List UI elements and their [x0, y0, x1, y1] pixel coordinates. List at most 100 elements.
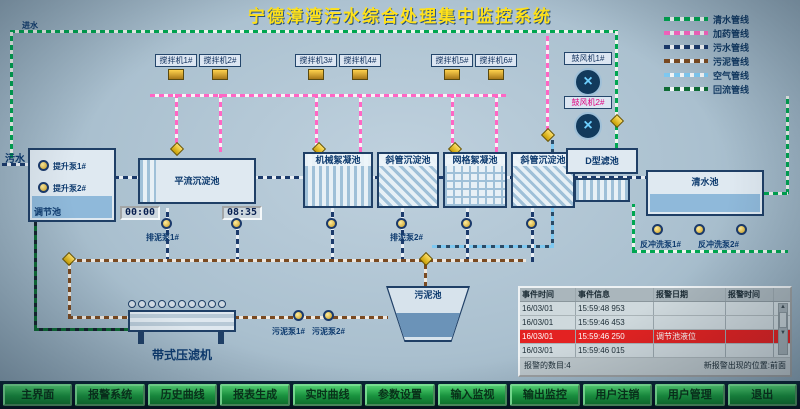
menu-button-main[interactable]: 主界面: [3, 384, 73, 406]
drain-pump-icon[interactable]: [326, 218, 337, 229]
cell-time: 15:59:48 953: [576, 302, 654, 315]
blower-unit-1[interactable]: 鼓风机1# ×: [564, 52, 612, 96]
pipe-dosing-blower-side: [546, 36, 549, 140]
roller-icon: [168, 300, 176, 308]
menu-button-alarm-system[interactable]: 报警系统: [75, 384, 145, 406]
pipe-dosing-drop-5: [451, 94, 454, 152]
roller-icon: [128, 300, 136, 308]
valve-icon[interactable]: [169, 141, 185, 157]
pipe-clean-into-clearwater: [764, 192, 788, 195]
legend-swatch: [664, 59, 708, 63]
backwash-pump-3-icon[interactable]: [736, 224, 747, 235]
timer-display-2: 08:35: [222, 206, 262, 220]
legend-item: 污泥管线: [664, 54, 749, 68]
legend-label: 回流管线: [713, 84, 750, 95]
lift-pump-2-icon[interactable]: [38, 182, 49, 193]
lift-pump-2-label: 提升泵2#: [53, 184, 86, 193]
weir-pattern: [140, 160, 156, 202]
menu-button-input-monitor[interactable]: 输入监视: [437, 384, 508, 406]
grid-flocculation-tank: 网格絮凝池: [443, 152, 507, 208]
legend-label: 清水管线: [713, 14, 750, 25]
valve-icon[interactable]: [418, 251, 434, 267]
legend-swatch: [664, 17, 708, 21]
backwash-pump-2-label: 反冲洗泵2#: [698, 240, 739, 249]
menu-button-user-manage[interactable]: 用户管理: [655, 384, 725, 406]
menu-button-logout[interactable]: 用户注销: [582, 384, 653, 406]
motor-icon: [212, 69, 228, 80]
mixer-label: 搅拌机5#: [431, 54, 473, 67]
alarm-row[interactable]: 16/03/01 15:59:46 453: [520, 316, 790, 330]
menu-button-realtime-curve[interactable]: 实时曲线: [292, 384, 363, 406]
timer-display-1: 00:00: [120, 206, 160, 220]
valve-icon[interactable]: [61, 251, 77, 267]
cell-date: 16/03/01: [520, 330, 576, 343]
mixer-label: 搅拌机3#: [295, 54, 337, 67]
backwash-pump-1-icon[interactable]: [652, 224, 663, 235]
drain-pump-icon[interactable]: [231, 218, 242, 229]
alarm-row[interactable]: 16/03/01 15:59:46 015: [520, 344, 790, 358]
sludge-pump-2-icon[interactable]: [323, 310, 334, 321]
legend-item: 污水管线: [664, 40, 749, 54]
drain-pump-icon[interactable]: [161, 218, 172, 229]
sludge-pump-2-label: 污泥泵2#: [312, 327, 345, 336]
valve-icon[interactable]: [609, 113, 625, 129]
backwash-pump-2-icon[interactable]: [694, 224, 705, 235]
alarm-table-header: 事件时间 事件信息 报警日期 报警时间: [520, 288, 790, 302]
pipe-clean-top-main: [10, 30, 618, 33]
motor-icon: [308, 69, 324, 80]
drain-pump-icon[interactable]: [461, 218, 472, 229]
belt-press-rollers: [128, 300, 236, 308]
column-header: 事件时间: [520, 288, 576, 301]
menu-button-parameters[interactable]: 参数设置: [365, 384, 435, 406]
cell-time: 15:59:46 453: [576, 316, 654, 329]
blower-unit-2[interactable]: 鼓风机2# ×: [564, 96, 612, 140]
belt-press-leg: [218, 332, 224, 344]
cell-message: [654, 302, 726, 315]
cell-extra: [726, 330, 774, 343]
legend-item: 加药管线: [664, 26, 749, 40]
tank-label: 平流沉淀池: [174, 176, 220, 186]
tank-label: 机械絮凝池: [305, 154, 371, 166]
pipe-clean-right-down: [786, 96, 789, 194]
pipe-sewage-inlet: [2, 163, 30, 166]
column-header: 报警日期: [654, 288, 726, 301]
lift-pump-1-icon[interactable]: [38, 160, 49, 171]
menu-button-history-curve[interactable]: 历史曲线: [147, 384, 218, 406]
table-scrollbar[interactable]: ▲▼: [778, 303, 788, 355]
cell-message: 调节池液位: [654, 330, 726, 343]
scrollbar-thumb[interactable]: [779, 312, 787, 328]
horizontal-sedimentation-tank: 平流沉淀池: [138, 158, 256, 204]
mixer-unit-3[interactable]: 搅拌机3#: [295, 54, 337, 80]
sewage-inlet-label: 污水: [5, 154, 25, 165]
pipe-dosing-drop-4: [359, 94, 362, 152]
pipe-dosing-drop-2: [219, 94, 222, 152]
drain-pump-icon[interactable]: [526, 218, 537, 229]
legend-item: 回流管线: [664, 82, 749, 96]
mixer-unit-1[interactable]: 搅拌机1#: [155, 54, 197, 80]
d-type-filter: D型滤池: [566, 148, 638, 174]
pipe-clean-backwash: [632, 250, 788, 253]
sludge-tank: 污泥池: [386, 286, 470, 342]
clear-water-tank: 清水池: [646, 170, 764, 216]
menu-button-report[interactable]: 报表生成: [220, 384, 290, 406]
sludge-pump-1-icon[interactable]: [293, 310, 304, 321]
pipe-sludge-collector: [68, 259, 526, 262]
pipe-dosing-header: [150, 94, 506, 97]
menu-button-output-monitor[interactable]: 输出监控: [510, 384, 580, 406]
alarm-row-active[interactable]: 16/03/01 15:59:46 250 调节池液位: [520, 330, 790, 344]
mixer-unit-5[interactable]: 搅拌机5#: [431, 54, 473, 80]
filter-cells: [574, 178, 630, 202]
menu-button-exit[interactable]: 退出: [727, 384, 797, 406]
legend-swatch: [664, 73, 708, 77]
pipe-return-vertical: [34, 222, 37, 330]
mixer-unit-4[interactable]: 搅拌机4#: [339, 54, 381, 80]
roller-icon: [138, 300, 146, 308]
mixer-unit-6[interactable]: 搅拌机6#: [475, 54, 517, 80]
pipe-dosing-drop-1: [175, 94, 178, 152]
mixer-unit-2[interactable]: 搅拌机2#: [199, 54, 241, 80]
drain-pump-icon[interactable]: [396, 218, 407, 229]
legend-label: 污泥管线: [713, 56, 750, 67]
mixer-label: 搅拌机2#: [199, 54, 241, 67]
alarm-row[interactable]: 16/03/01 15:59:48 953: [520, 302, 790, 316]
motor-icon: [444, 69, 460, 80]
